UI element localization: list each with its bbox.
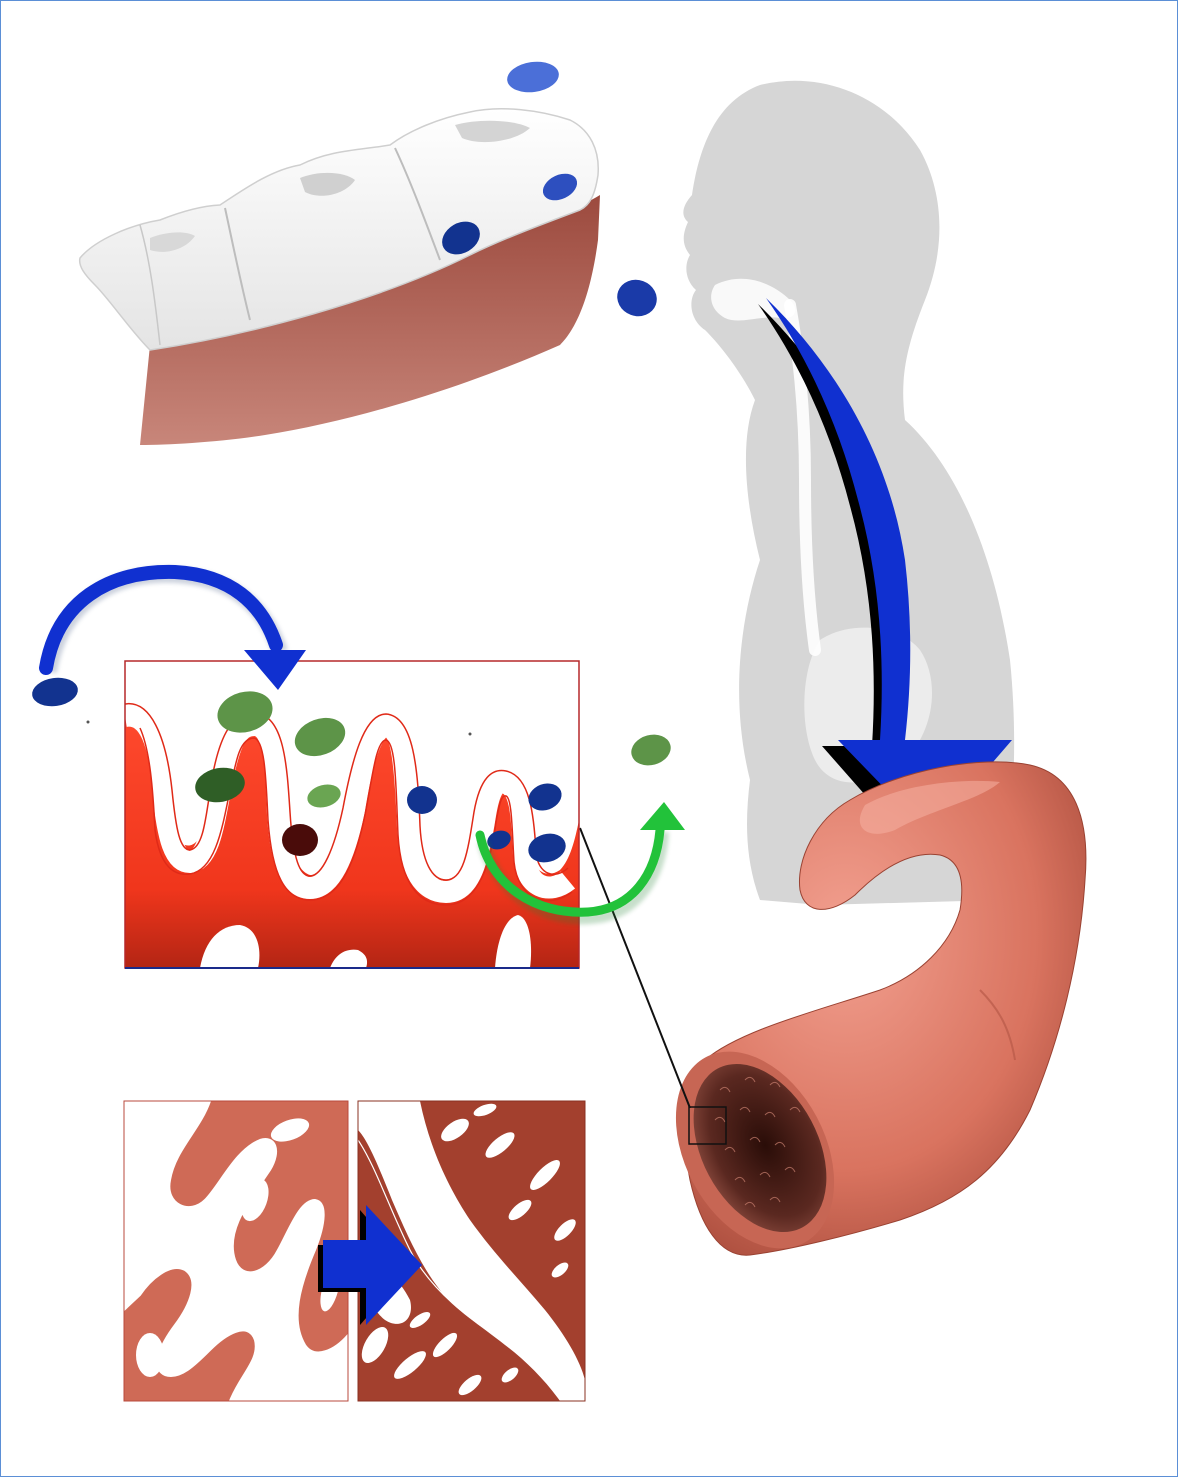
figure-frame	[0, 0, 1178, 1477]
figure-canvas	[0, 0, 1178, 1477]
